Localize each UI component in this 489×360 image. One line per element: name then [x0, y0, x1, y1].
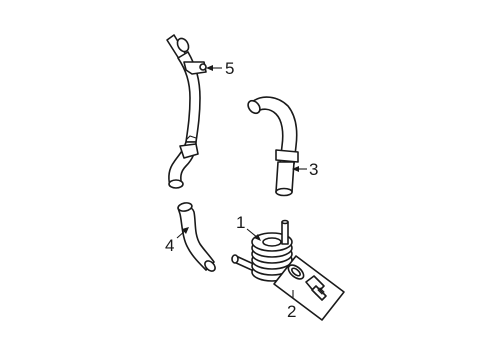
callout-1: 1 — [236, 213, 245, 232]
hose-part-5 — [166, 34, 207, 189]
callout-5: 5 — [225, 59, 234, 78]
hose-part-4 — [177, 202, 216, 272]
callout-3: 3 — [309, 160, 318, 179]
hose-part-3 — [247, 96, 299, 197]
leader-lines — [176, 65, 307, 298]
oil-cooler-part-1 — [231, 219, 293, 282]
callout-2: 2 — [287, 302, 296, 321]
bolt-part-2 — [273, 255, 345, 321]
callout-4: 4 — [165, 236, 174, 255]
